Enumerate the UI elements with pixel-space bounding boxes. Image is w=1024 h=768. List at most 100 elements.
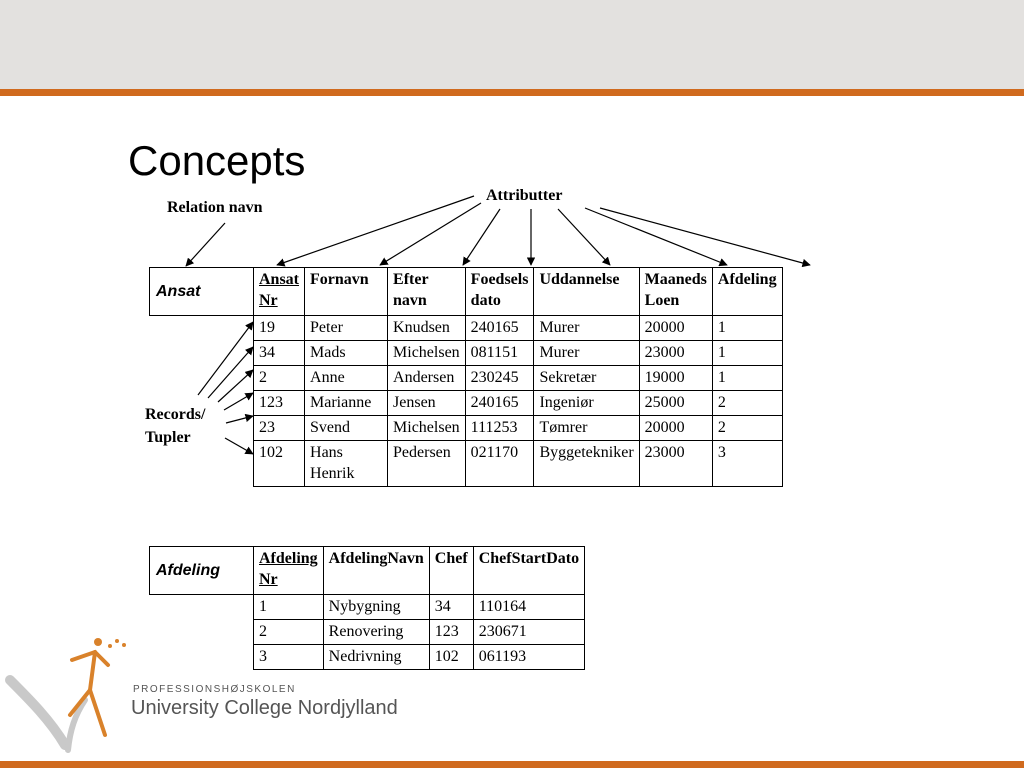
ansat-column-header-text: navn: [393, 292, 427, 309]
ansat-cell: 111253: [464, 415, 535, 441]
ansat-column-header: Afdeling: [711, 267, 783, 316]
ansat-cell: 25000: [638, 390, 713, 416]
ansat-cell: 102: [252, 440, 306, 487]
ansat-cell: 123: [252, 390, 306, 416]
ansat-column-header-text: Nr: [259, 292, 278, 309]
ansat-cell: Knudsen: [387, 315, 466, 341]
header-accent-rule: [0, 89, 1024, 96]
records-label-line1: Records/: [145, 406, 206, 423]
ansat-cell: 1: [711, 340, 783, 366]
afdeling-column-header-text: AfdelingNavn: [328, 550, 424, 567]
ansat-column-header-text: Foedsels: [470, 271, 529, 288]
university-logo: [5, 638, 126, 753]
arrow-relation-name: [185, 222, 226, 267]
attributes-label: Attributter: [486, 187, 563, 204]
afdeling-cell: 061193: [472, 644, 586, 670]
ansat-cell: Mads: [304, 340, 389, 366]
arrow-attr-ansatnr: [276, 195, 475, 267]
afdeling-column-header-text: Nr: [259, 571, 278, 588]
ansat-cell: Michelsen: [387, 340, 466, 366]
footer-accent-rule: [0, 761, 1024, 768]
afdeling-column-header-text: ChefStartDato: [478, 550, 580, 567]
arrow-attr-afdeling: [599, 207, 811, 268]
ansat-row-spacer: [150, 441, 254, 487]
afdeling-column-header: ChefStartDato: [472, 546, 586, 595]
afdeling-cell: Renovering: [322, 619, 430, 645]
afdeling-cell: 102: [428, 644, 474, 670]
ansat-cell: Andersen: [387, 365, 466, 391]
ansat-column-header: Efter navn: [387, 267, 466, 316]
ansat-cell: Peter: [304, 315, 389, 341]
logo-line2: University College Nordjylland: [131, 697, 398, 719]
ansat-cell: Byggetekniker: [533, 440, 640, 487]
header-band: [0, 0, 1024, 89]
ansat-column-header-text: Fornavn: [310, 271, 369, 288]
arrow-attr-fornavn: [379, 202, 482, 266]
ansat-cell: 19: [252, 315, 306, 341]
ansat-row-spacer: [150, 366, 254, 391]
afdeling-cell: 1: [253, 594, 324, 620]
ansat-row-spacer: [150, 316, 254, 341]
ansat-cell: Pedersen: [387, 440, 466, 487]
ansat-relation-name: Ansat: [149, 267, 254, 316]
ansat-column-header-text: Maaneds: [644, 271, 707, 288]
ansat-cell: 1: [711, 365, 783, 391]
ansat-cell: 2: [711, 390, 783, 416]
ansat-cell: 34: [252, 340, 306, 366]
ansat-column-header-text: Uddannelse: [539, 271, 620, 288]
ansat-cell: 23: [252, 415, 306, 441]
ansat-column-header-text: Afdeling: [717, 271, 777, 288]
slide-title: Concepts: [128, 137, 306, 184]
afdeling-cell: 123: [428, 619, 474, 645]
arrow-attr-maanedsloen: [584, 207, 728, 267]
ansat-row-spacer: [150, 341, 254, 366]
records-label-line2: Tupler: [145, 429, 191, 446]
logo-line1: PROFESSIONSHØJSKOLEN: [133, 684, 296, 695]
ansat-cell: 19000: [638, 365, 713, 391]
ansat-column-header-text: Efter: [393, 271, 429, 288]
afdeling-row-spacer: [150, 595, 254, 620]
afdeling-cell: 34: [428, 594, 474, 620]
afdeling-relation-name: Afdeling: [149, 546, 254, 595]
ansat-cell: 2: [252, 365, 306, 391]
relation-name-label: Relation navn: [167, 199, 263, 216]
ansat-cell: 081151: [464, 340, 535, 366]
arrow-attr-efternavn: [462, 208, 501, 266]
ansat-cell: Jensen: [387, 390, 466, 416]
afdeling-column-header-text: Afdeling: [259, 550, 318, 567]
records-label: Records/ Tupler: [145, 403, 225, 449]
ansat-cell: 20000: [638, 415, 713, 441]
afdeling-column-header: Chef: [428, 546, 474, 595]
ansat-cell: Murer: [533, 340, 640, 366]
ansat-column-header-text: Ansat: [259, 271, 300, 288]
ansat-cell: Tømrer: [533, 415, 640, 441]
afdeling-column-header: AfdelingNavn: [322, 546, 430, 595]
ansat-cell: Michelsen: [387, 415, 466, 441]
ansat-cell: 23000: [638, 340, 713, 366]
ansat-cell: Marianne: [304, 390, 389, 416]
ansat-cell: 230245: [464, 365, 535, 391]
afdeling-cell: Nedrivning: [322, 644, 430, 670]
ansat-cell: 23000: [638, 440, 713, 487]
afdeling-cell: Nybygning: [322, 594, 430, 620]
ansat-cell: 240165: [464, 390, 535, 416]
arrow-attr-uddannelse: [557, 208, 611, 266]
ansat-cell: 2: [711, 415, 783, 441]
ansat-column-header-text: dato: [470, 292, 501, 309]
ansat-cell: Svend: [304, 415, 389, 441]
ansat-column-header-text: Loen: [644, 292, 680, 309]
